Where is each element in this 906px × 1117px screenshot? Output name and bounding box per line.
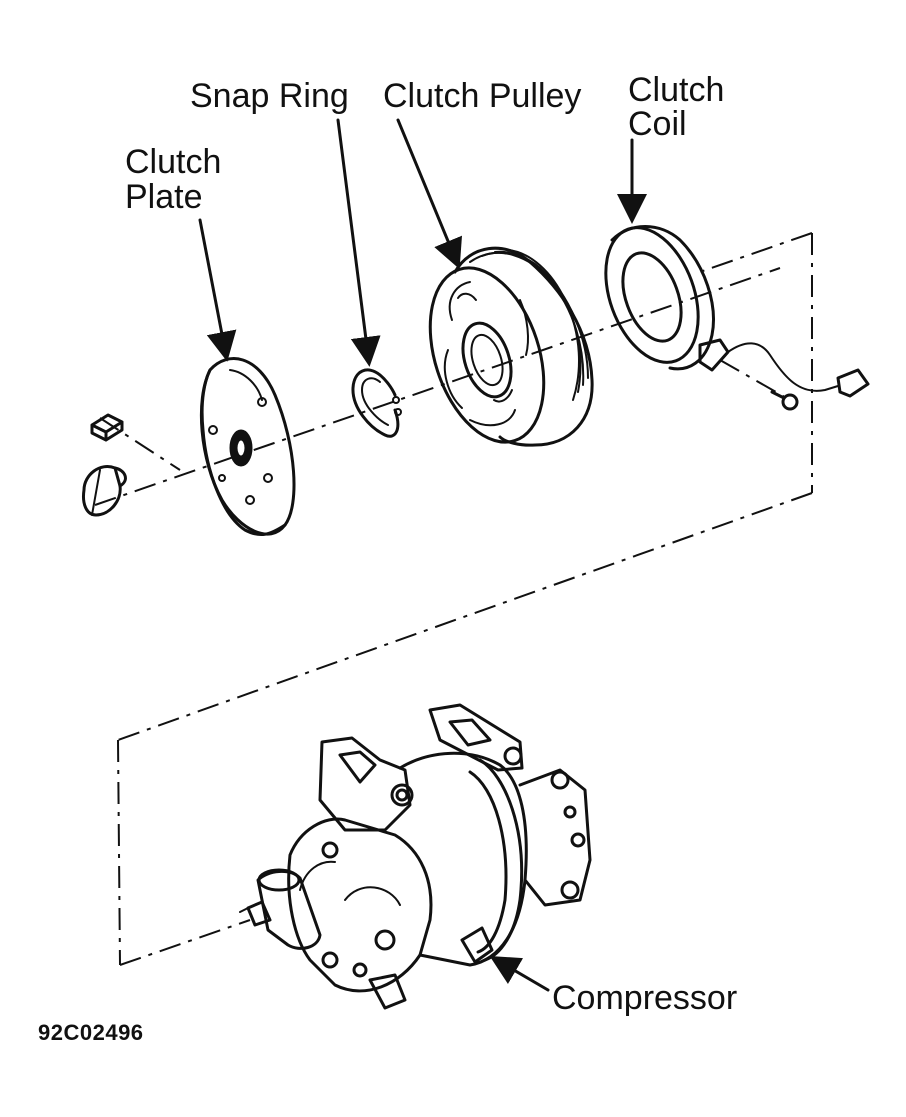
snap-ring-label: Snap Ring: [190, 77, 349, 115]
clutch-pulley-label: Clutch Pulley: [383, 77, 582, 115]
compressor-label: Compressor: [552, 979, 738, 1017]
leader-arrows: [198, 118, 647, 992]
compressor-leader: [489, 955, 550, 992]
clutch-pulley-leader: [396, 118, 462, 270]
clutch-plate-label-line2: Plate: [125, 178, 203, 216]
clutch-pulley: [428, 246, 594, 447]
figure-id: 92C02496: [38, 1020, 144, 1045]
snap-ring: [351, 368, 402, 438]
woodruff-key: [90, 413, 124, 442]
clutch-coil-label-line1: Clutch: [628, 71, 725, 109]
snap-ring-leader: [336, 118, 381, 367]
compressor: [239, 703, 592, 1010]
clutch-plate: [199, 357, 296, 537]
clutch-coil-label-line2: Coil: [628, 105, 687, 143]
assembly-guide-lines: [94, 232, 813, 966]
clutch-plate-label-line1: Clutch: [125, 143, 222, 181]
clutch-plate-nut: [82, 465, 127, 517]
clutch-plate-leader: [198, 218, 237, 362]
clutch-coil: [604, 225, 870, 411]
